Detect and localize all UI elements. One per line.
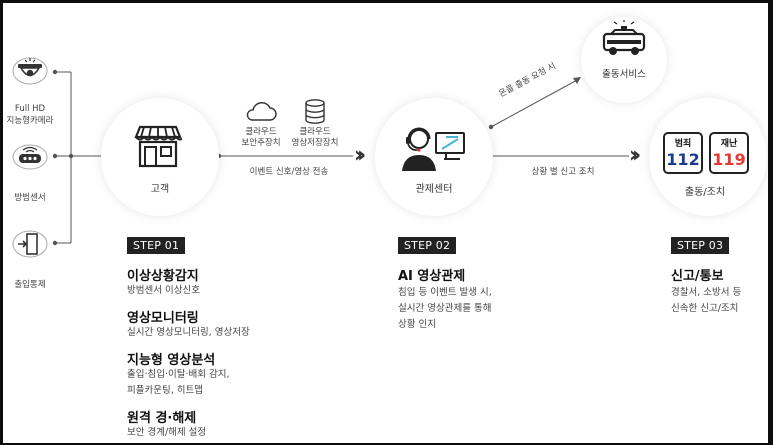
fire-badge-number: 119 bbox=[712, 150, 746, 169]
access-control-icon bbox=[12, 230, 48, 258]
step1-item1-title: 이상상황감지 bbox=[127, 269, 199, 284]
police-badge-title: 범죄 bbox=[674, 139, 692, 149]
step1-item4-desc: 보안 경계/해제 설정 bbox=[127, 427, 207, 438]
step1-item2-title: 영상모니터링 bbox=[127, 311, 199, 326]
police-badge-number: 112 bbox=[666, 150, 700, 169]
access-label: 출입통제 bbox=[14, 280, 46, 290]
center-to-dispatch-line bbox=[490, 78, 580, 128]
device-sensor: 방범센서 bbox=[5, 143, 55, 203]
device-camera: Full HD 지능형카메라 bbox=[5, 55, 55, 126]
step2-item1-desc: 침입 등 이벤트 발생 시, 실시간 영상관제를 통해 상황 인지 bbox=[398, 287, 492, 330]
step3-item1-title: 신고/통보 bbox=[671, 269, 724, 284]
camera-label: Full HD 지능형카메라 bbox=[6, 104, 54, 126]
step-01-tag: STEP 01 bbox=[127, 237, 186, 254]
step2-item1-title: AI 영상관제 bbox=[398, 269, 466, 284]
police-badge: 범죄 112 bbox=[663, 132, 703, 174]
database-icon bbox=[305, 99, 325, 124]
chevron-right-icon: ›› bbox=[354, 143, 366, 168]
device-access: 출입통제 bbox=[5, 228, 55, 290]
step-03-tag: STEP 03 bbox=[671, 237, 730, 254]
step1-item4-title: 원격 경·해제 bbox=[127, 411, 197, 426]
service-flow-diagram: Full HD 지능형카메라 방범센서 출입통제 고객 클라우드 보안주장치 bbox=[3, 3, 768, 443]
dispatch-arrowhead bbox=[573, 77, 581, 84]
cloud-icon bbox=[246, 102, 277, 121]
step-02-tag: STEP 02 bbox=[398, 237, 457, 254]
fire-badge-title: 재난 bbox=[720, 139, 738, 149]
step1-item3-title: 지능형 영상분석 bbox=[127, 353, 216, 368]
dispatch-service-label: 출동서비스 bbox=[602, 69, 646, 80]
patrol-car-icon bbox=[602, 20, 646, 55]
transmit-label: 이벤트 신호/영상 전송 bbox=[249, 167, 329, 177]
sensor-label: 방범센서 bbox=[14, 193, 46, 203]
operator-headset-icon bbox=[402, 127, 465, 171]
cloud-storage-label: 클라우드 영상저장장치 bbox=[291, 127, 339, 148]
storefront-icon bbox=[134, 125, 182, 168]
step1-item2-desc: 실시간 영상모니터링, 영상저장 bbox=[127, 327, 250, 338]
cctv-camera-icon bbox=[12, 57, 48, 85]
response-label: 출동/조치 bbox=[684, 187, 726, 198]
control-center-node bbox=[375, 98, 493, 216]
step1-item3-desc: 출입·침입·이탈·배회 감지, 피플카운팅, 히트맵 bbox=[127, 369, 230, 396]
cloud-main-label: 클라우드 보안주장치 bbox=[241, 127, 281, 148]
chevron-right-icon-2: ›› bbox=[629, 143, 641, 168]
control-center-label: 관제센터 bbox=[415, 184, 453, 195]
fire-badge: 재난 119 bbox=[709, 132, 749, 174]
security-sensor-icon bbox=[12, 144, 48, 170]
customer-label: 고객 bbox=[150, 184, 170, 195]
step1-item1-desc: 방범센서 이상신호 bbox=[127, 285, 200, 296]
report-label: 상황 별 신고 조치 bbox=[531, 167, 595, 177]
step3-item1-desc: 경찰서, 소방서 등 신속한 신고/조치 bbox=[671, 287, 742, 314]
